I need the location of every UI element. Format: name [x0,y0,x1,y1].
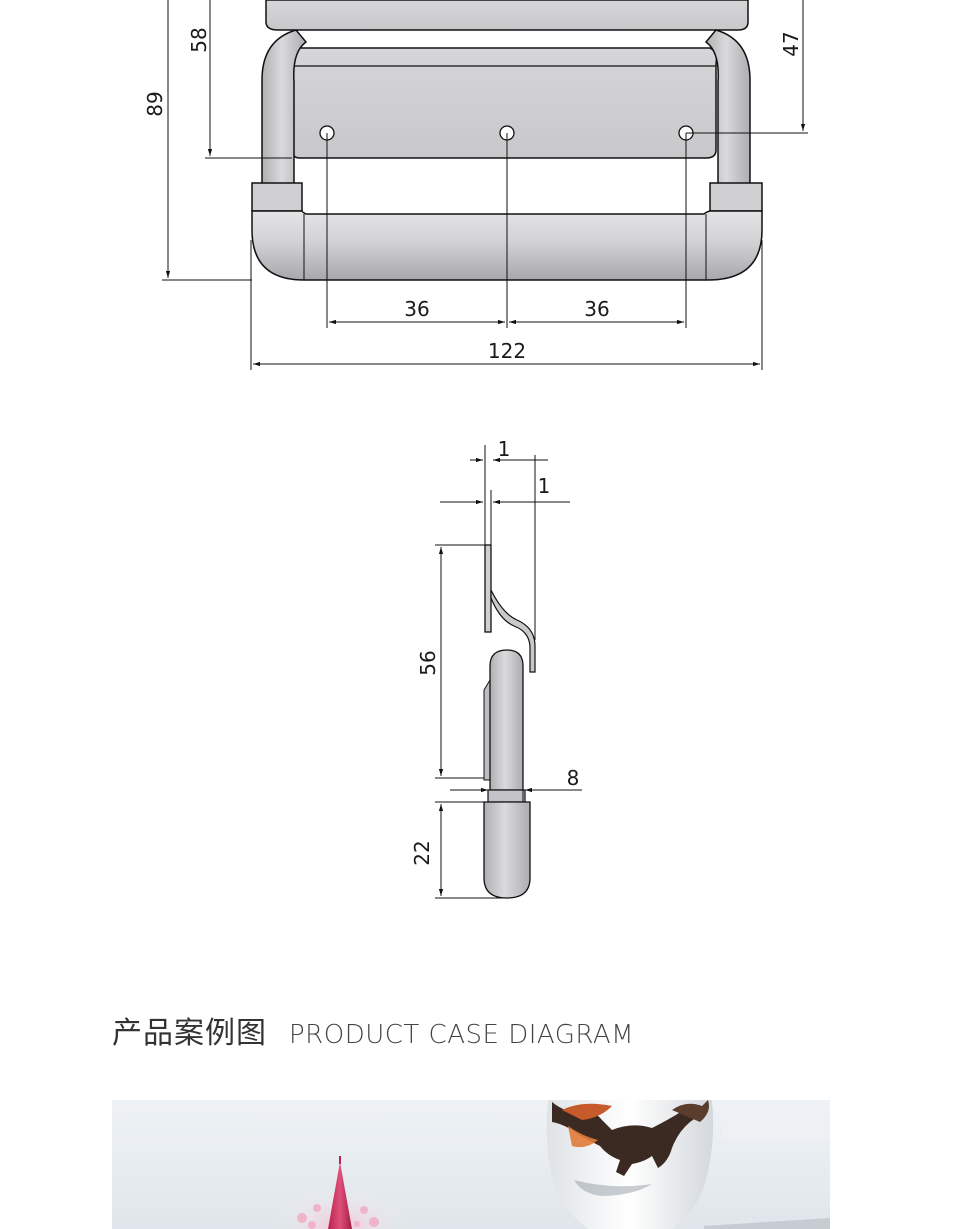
mounting-plate [291,47,718,159]
left-arm [261,29,308,189]
mounting-plate-top [265,0,749,31]
hinge-bend [490,589,536,673]
section-heading: 产品案例图 PRODUCT CASE DIAGRAM [112,1008,634,1052]
dim-label-22: 22 [410,840,434,865]
dim-label-1-side: 1 [538,474,551,498]
dim-label-8: 8 [567,766,580,790]
dim-label-36-left: 36 [404,297,429,321]
right-arm [704,29,751,189]
table-edge [704,1218,830,1229]
side-grip [483,801,531,899]
right-collar [709,182,763,212]
horse-painting [552,1100,709,1196]
section-title-en: PRODUCT CASE DIAGRAM [289,1020,635,1050]
flower-cone [328,1162,352,1229]
left-collar [251,182,303,212]
product-case-photo [112,1100,830,1229]
dim-label-1-top: 1 [498,437,511,461]
technical-drawing: 58 89 47 36 36 122 [143,0,808,899]
dim-label-58: 58 [187,27,211,52]
side-backing-strip [483,678,491,781]
dim-label-56: 56 [416,650,440,675]
flower-petals [297,1204,379,1229]
dim-label-89: 89 [143,91,167,116]
dim-label-47: 47 [779,31,803,56]
side-view: 1 1 56 8 22 [410,437,582,899]
section-title-cn: 产品案例图 [112,1016,267,1051]
side-bar-upper [489,649,524,791]
side-collar [487,789,526,803]
front-view: 58 89 47 36 36 122 [143,0,808,370]
dim-label-36-right: 36 [584,297,609,321]
side-plate [484,544,492,633]
case-photo-illustration [270,1100,830,1229]
dim-label-122: 122 [488,339,526,363]
